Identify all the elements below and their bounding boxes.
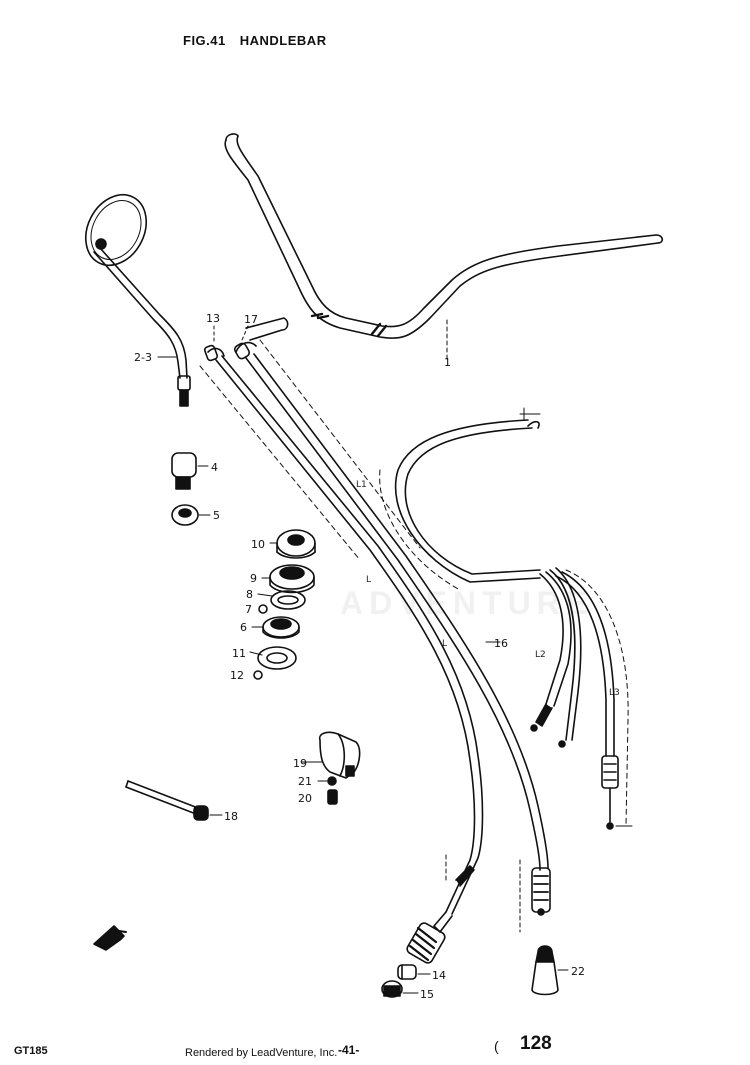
- callout-22: 22: [571, 965, 585, 978]
- callout-16: 16: [494, 637, 508, 650]
- part-12-ball: [253, 670, 263, 680]
- model-code: GT185: [14, 1045, 48, 1057]
- callout-14: 14: [432, 969, 446, 982]
- page-number: 128: [520, 1033, 552, 1054]
- throttle-cable: [199, 344, 484, 915]
- callout-7: 7: [245, 603, 252, 616]
- callout-5: 5: [213, 509, 220, 522]
- callout-20: 20: [298, 792, 312, 805]
- front-arrow-icon: [93, 925, 127, 951]
- part-8-washer: [270, 590, 306, 610]
- callout-6: 6: [240, 621, 247, 634]
- callout-17: 17: [244, 313, 258, 326]
- callout-13: 13: [206, 312, 220, 325]
- figure-number: FIG.41: [183, 33, 226, 48]
- part-19-switch-housing: [318, 731, 361, 779]
- length-l-a: L: [366, 575, 371, 585]
- part-21-washer: [327, 776, 337, 786]
- cable-bundle-upper: [379, 407, 541, 591]
- callout-4: 4: [211, 461, 218, 474]
- clutch-cable: [233, 317, 551, 916]
- callout-1: 1: [444, 356, 451, 369]
- callout-11: 11: [232, 647, 246, 660]
- rendered-by-credit: Rendered by LeadVenture, Inc.: [185, 1047, 338, 1059]
- mirror: [84, 193, 191, 407]
- callout-18: 18: [224, 810, 238, 823]
- callout-19: 19: [293, 757, 307, 770]
- part-6-cone: [262, 616, 300, 639]
- part-11-dust-seal: [257, 646, 297, 670]
- part-10-nut: [276, 529, 316, 559]
- callout-12: 12: [230, 669, 244, 682]
- part-4-adapter: [171, 452, 197, 490]
- callout-15: 15: [420, 988, 434, 1001]
- part-15-nut: [381, 980, 403, 998]
- length-l3: L3: [609, 688, 620, 698]
- length-l1: L1: [356, 480, 367, 490]
- page-marker: -41-: [338, 1043, 360, 1057]
- handlebar: [224, 133, 664, 339]
- part-22-boot: [531, 945, 559, 996]
- callout-2-3: 2-3: [134, 351, 152, 364]
- part-7-ball: [258, 604, 268, 614]
- page-mark: (: [494, 1038, 499, 1054]
- callout-21: 21: [298, 775, 312, 788]
- cable-branches: [530, 567, 633, 830]
- callout-10: 10: [251, 538, 265, 551]
- part-9-bearing-race: [269, 564, 315, 594]
- throttle-cable-end: [406, 865, 475, 964]
- part-5-nut: [171, 504, 199, 526]
- length-l2: L2: [535, 650, 546, 660]
- part-18-screw: [125, 780, 209, 821]
- figure-name: HANDLEBAR: [239, 33, 327, 48]
- length-l-b: L: [442, 639, 447, 649]
- part-14-cap: [397, 964, 417, 980]
- callout-8: 8: [246, 588, 253, 601]
- watermark: ADVENTURE: [340, 585, 594, 621]
- callout-9: 9: [250, 572, 257, 585]
- figure-title: FIG.41 HANDLEBAR: [183, 33, 327, 48]
- part-20-screw: [327, 789, 338, 805]
